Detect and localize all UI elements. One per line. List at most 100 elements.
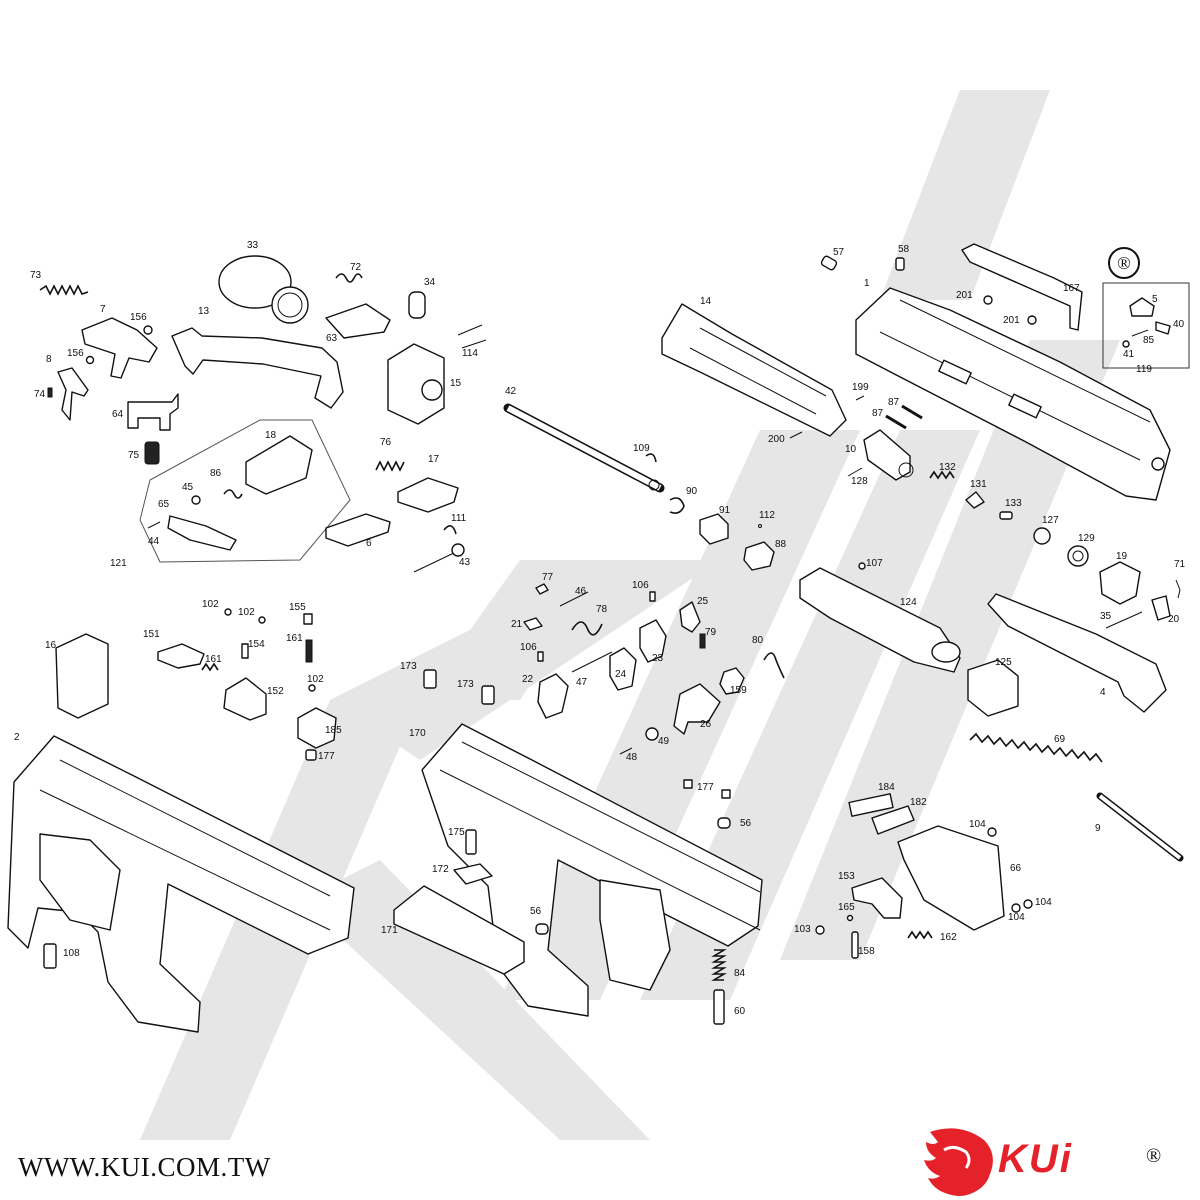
part-callout-133: 133 (1005, 498, 1022, 509)
part-167-rail (961, 243, 1083, 331)
part-16-part (55, 633, 109, 719)
part-65-sear (167, 515, 237, 551)
part-callout-7: 7 (100, 304, 106, 315)
part-callout-6: 6 (366, 538, 372, 549)
part-callout-63: 63 (326, 333, 338, 344)
part-callout-56: 56 (740, 818, 752, 829)
part-callout-131: 131 (970, 479, 987, 490)
part-callout-182: 182 (910, 797, 927, 808)
part-171-rail (393, 885, 525, 975)
part-159-ring (719, 667, 745, 695)
part-14-outer-slide (661, 303, 847, 437)
part-callout-21: 21 (511, 619, 523, 630)
part-callout-4: 4 (1100, 687, 1106, 698)
part-callout-159: 159 (730, 685, 747, 696)
part-153-part (851, 877, 903, 919)
part-152-part (223, 677, 267, 721)
part-callout-40: 40 (1173, 319, 1185, 330)
part-callout-33: 33 (247, 240, 259, 251)
part-callout-154: 154 (248, 639, 265, 650)
part-callout-64: 64 (112, 409, 124, 420)
part-callout-151: 151 (143, 629, 160, 640)
part-8-trigger (57, 367, 89, 421)
part-callout-2: 2 (14, 732, 20, 743)
part-callout-103: 103 (794, 924, 811, 935)
part-6-slider (325, 513, 391, 547)
part-69-recoil-spring (969, 732, 1103, 763)
part-callout-173: 173 (457, 679, 474, 690)
part-callout-165: 165 (838, 902, 855, 913)
part-callout-129: 129 (1078, 533, 1095, 544)
part-callout-177: 177 (318, 751, 335, 762)
part-76-spring (375, 460, 405, 472)
part-callout-20: 20 (1168, 614, 1180, 625)
part-34-pin (408, 291, 426, 319)
part-callout-15: 15 (450, 378, 462, 389)
part-callout-75: 75 (128, 450, 140, 461)
part-25-part (679, 601, 701, 633)
part-callout-155: 155 (289, 602, 306, 613)
part-callout-13: 13 (198, 306, 210, 317)
part-58-pin (895, 257, 905, 271)
part-2-frame (7, 735, 355, 1033)
part-callout-109: 109 (633, 443, 650, 454)
part-127-ring (1033, 527, 1051, 545)
part-callout-49: 49 (658, 736, 670, 747)
part-132-spring (929, 470, 955, 480)
part-callout-56: 56 (530, 906, 542, 917)
part-callout-43: 43 (459, 557, 471, 568)
brand-logo: KUi ® (920, 1125, 1180, 1195)
part-88-bushing (743, 541, 775, 571)
part-callout-107: 107 (866, 558, 883, 569)
brand-registered-mark: ® (1146, 1145, 1162, 1167)
part-18-housing (245, 435, 313, 495)
part-callout-108: 108 (63, 948, 80, 959)
part-callout-102: 102 (307, 674, 324, 685)
part-5-sight (1129, 297, 1155, 317)
part-callout-128: 128 (851, 476, 868, 487)
part-124-bolt (799, 567, 961, 673)
part-callout-161: 161 (286, 633, 303, 644)
part-callout-35: 35 (1100, 611, 1112, 622)
part-callout-42: 42 (505, 386, 517, 397)
part-callout-44: 44 (148, 536, 160, 547)
part-callout-66: 66 (1010, 863, 1022, 874)
part-151-part (157, 643, 205, 669)
part-callout-125: 125 (995, 657, 1012, 668)
part-33-cylinder (218, 255, 292, 309)
part-callout-102: 102 (202, 599, 219, 610)
part-callout-48: 48 (626, 752, 638, 763)
part-callout-17: 17 (428, 454, 440, 465)
part-callout-69: 69 (1054, 734, 1066, 745)
part-172-pad (453, 863, 493, 885)
part-182-block (871, 805, 915, 835)
part-callout-91: 91 (719, 505, 731, 516)
part-callout-124: 124 (900, 597, 917, 608)
part-callout-10: 10 (845, 444, 857, 455)
part-callout-87: 87 (872, 408, 884, 419)
part-callout-85: 85 (1143, 335, 1155, 346)
part-callout-86: 86 (210, 468, 222, 479)
part-drawings (7, 243, 1184, 1033)
part-callout-114: 114 (462, 348, 478, 359)
website-url[interactable]: WWW.KUI.COM.TW (18, 1152, 271, 1182)
part-callout-104: 104 (1008, 912, 1025, 923)
part-callout-88: 88 (775, 539, 787, 550)
part-callout-60: 60 (734, 1006, 746, 1017)
part-callout-65: 65 (158, 499, 170, 510)
part-callout-80: 80 (752, 635, 764, 646)
part-callout-199: 199 (852, 382, 869, 393)
part-callout-22: 22 (522, 674, 534, 685)
part-125-cylinder (967, 659, 1019, 717)
part-callout-1: 1 (864, 278, 870, 289)
part-callout-41: 41 (1123, 349, 1135, 360)
part-callout-19: 19 (1116, 551, 1128, 562)
part-callout-158: 158 (858, 946, 875, 957)
part-129-ring (1067, 545, 1089, 567)
registered-mark-badge: ® (1108, 247, 1140, 279)
part-callout-73: 73 (30, 270, 42, 281)
part-21-part (523, 617, 543, 631)
part-72-spring (335, 273, 363, 283)
part-185-part (297, 707, 337, 749)
part-callout-104: 104 (1035, 897, 1052, 908)
